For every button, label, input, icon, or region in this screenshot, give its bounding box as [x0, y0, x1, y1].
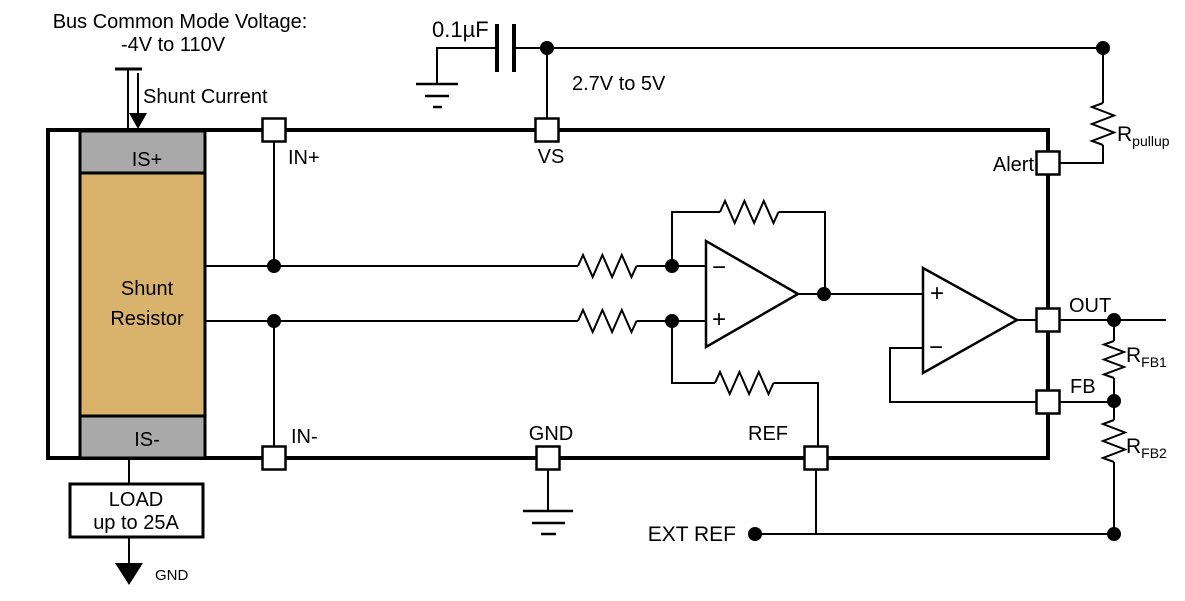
wire-cap-ground-side [436, 47, 497, 83]
pin-label-gnd: GND [529, 423, 573, 445]
junction-dot-rfb2-bottom [1107, 527, 1121, 541]
ext-ref-label: EXT REF [648, 523, 736, 546]
resistor-feedback-top [719, 198, 780, 226]
load-box [68, 482, 205, 539]
shunt-current-label: Shunt Current [143, 86, 268, 108]
wire-rpullup-to-alert [1060, 145, 1104, 164]
is-plus-terminal-block [78, 129, 207, 175]
wire-opamp2-fb-loop [889, 347, 1037, 403]
supply-range-label: 2.7V to 5V [572, 73, 666, 95]
wire-ref-feedback-left [671, 321, 715, 384]
opamp1-plus-sign: + [712, 306, 726, 333]
resistor-rfb1 [1101, 340, 1127, 379]
shunt-current-arrow-head [129, 113, 147, 129]
resistor-rpullup [1089, 102, 1117, 146]
junction-dot-opamp1-plus [665, 314, 679, 328]
bus-voltage-label-line2: -4V to 110V [121, 34, 226, 56]
load-gnd-arrow-head [115, 563, 143, 585]
rfb2-label: RFB2 [1126, 435, 1167, 461]
is-plus-label: IS+ [132, 149, 163, 171]
opamp1-triangle [704, 238, 801, 350]
junction-dot-fb [1107, 394, 1121, 408]
opamp2-minus-sign: − [929, 334, 943, 361]
junction-dot-rpullup [1096, 41, 1110, 55]
pin-square-vs [534, 117, 560, 143]
is-minus-terminal-block [78, 414, 207, 460]
pin-square-ref [803, 445, 829, 471]
pin-square-gnd [535, 445, 561, 471]
junction-dot-in-plus [267, 259, 281, 273]
bus-voltage-label-line1: Bus Common Mode Voltage: [53, 11, 308, 33]
opamp2-plus-sign: + [930, 280, 944, 307]
opamp1-minus-sign: − [712, 254, 726, 281]
junction-dot-out [1107, 313, 1121, 327]
is-minus-label: IS- [134, 429, 160, 451]
shunt-label-line1: Shunt [121, 278, 174, 300]
wire-feedback-top-left [671, 211, 720, 266]
junction-dot-ext-ref [748, 527, 762, 541]
pin-label-in-minus: IN- [291, 426, 318, 448]
resistor-rfb2 [1100, 419, 1128, 463]
pin-square-alert [1035, 150, 1061, 176]
rpullup-label: Rpullup [1117, 123, 1170, 149]
pin-square-out [1035, 307, 1061, 333]
pin-square-fb [1035, 389, 1061, 415]
pin-label-alert: Alert [993, 154, 1035, 176]
resistor-ref-feedback [714, 369, 775, 397]
resistor-input-bottom [577, 307, 638, 335]
resistor-input-top [577, 252, 638, 280]
pin-label-fb: FB [1070, 376, 1096, 398]
pin-label-vs: VS [538, 146, 565, 168]
load-gnd-label: GND [155, 567, 189, 584]
junction-dot-vs [540, 41, 554, 55]
load-label-line1: LOAD [109, 489, 163, 511]
capacitor-value-label: 0.1µF [432, 17, 489, 42]
pin-label-out: OUT [1069, 295, 1111, 317]
pin-label-ref: REF [748, 423, 788, 445]
shunt-label-line2: Resistor [110, 308, 184, 330]
pin-square-in-minus [261, 445, 287, 471]
junction-dot-opamp1-out [817, 287, 831, 301]
junction-dot-in-minus [267, 314, 281, 328]
load-label-line2: up to 25A [93, 512, 179, 534]
opamp2-triangle [921, 265, 1020, 376]
wire-ref-feedback-right [773, 382, 819, 446]
rfb1-label: RFB1 [1126, 344, 1167, 370]
pin-label-in-plus: IN+ [288, 147, 320, 169]
junction-dot-opamp1-minus [665, 259, 679, 273]
wire-feedback-top-right [778, 211, 826, 294]
pin-square-in-plus [261, 117, 287, 143]
